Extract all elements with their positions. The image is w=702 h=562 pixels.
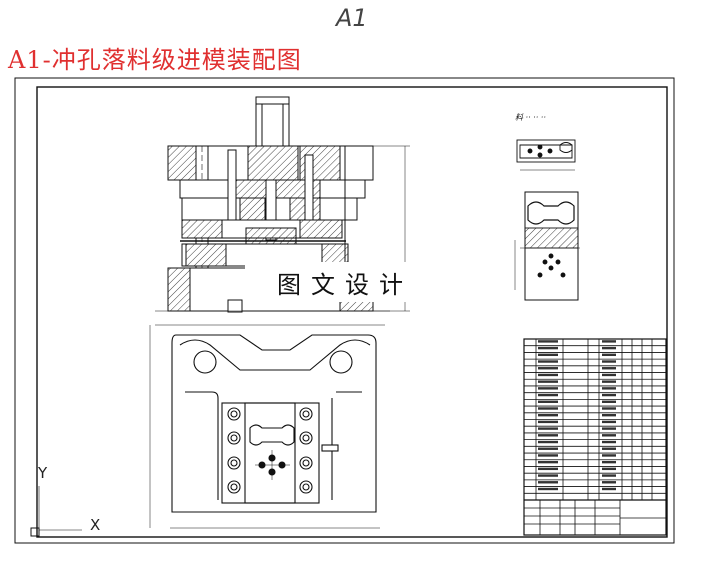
bom-row-text (538, 346, 558, 350)
bom-row-text (538, 353, 558, 357)
bom-row-text (538, 380, 558, 383)
bom-row-material (602, 454, 616, 457)
ucs-x-axis-label: X (90, 516, 101, 534)
bom-row-material (602, 340, 616, 343)
bom-row-material (602, 467, 616, 471)
bom-row-text (538, 367, 558, 370)
bom-row-text (538, 474, 558, 477)
bom-row-text (538, 481, 558, 484)
bom-table (523, 338, 667, 536)
bom-row-material (602, 353, 616, 357)
bom-row-material (602, 393, 616, 397)
bom-row-text (538, 440, 558, 444)
bom-row-text (538, 434, 558, 437)
bom-row-material (602, 380, 616, 383)
bom-row-material (602, 407, 616, 410)
bom-row-material (602, 373, 616, 377)
bom-row-material (602, 420, 616, 424)
svg-text:料 ·· ·· ··: 料 ·· ·· ·· (515, 113, 546, 122)
bom-row-material (602, 360, 616, 363)
bom-row-text (538, 407, 558, 410)
bom-row-material (602, 346, 616, 350)
bom-row-text (538, 447, 558, 450)
ucs-y-axis-label: Y (38, 464, 48, 482)
bom-row-text (538, 373, 558, 377)
bom-row-material (602, 400, 616, 403)
plan-view (149, 324, 385, 529)
outer-border (14, 77, 675, 544)
bom-row-material (602, 447, 616, 450)
bom-row-material (602, 413, 616, 417)
bom-row-material (602, 387, 616, 390)
bom-row-text (538, 387, 558, 390)
bom-row-material (602, 474, 616, 477)
bom-row-material (602, 427, 616, 430)
strip-layout: 料 ·· ·· ·· (514, 113, 580, 301)
bom-row-material (602, 487, 616, 491)
bom-row-material (602, 481, 616, 484)
bom-row-material (602, 440, 616, 444)
watermark-text: 图文设计 (245, 262, 445, 302)
drawing-title: A1-冲孔落料级进模装配图 (8, 46, 302, 74)
bom-row-text (538, 400, 558, 403)
screw-holes (227, 407, 313, 494)
bom-row-text (538, 487, 558, 491)
bom-row-material (602, 434, 616, 437)
bom-row-text (538, 413, 558, 417)
bom-row-text (538, 467, 558, 471)
bom-row-material (602, 460, 616, 464)
bom-row-text (538, 393, 558, 397)
bom-row-text (538, 460, 558, 464)
bom-row-text (538, 427, 558, 430)
ucs-marker (30, 527, 40, 537)
bom-row-text (538, 360, 558, 363)
bom-row-material (602, 367, 616, 370)
bom-row-text (538, 454, 558, 457)
bom-row-text (538, 420, 558, 424)
bom-row-text (538, 340, 558, 343)
section-view (155, 96, 410, 313)
inner-border (36, 86, 668, 538)
sheet-size-label: A1 (336, 4, 368, 32)
